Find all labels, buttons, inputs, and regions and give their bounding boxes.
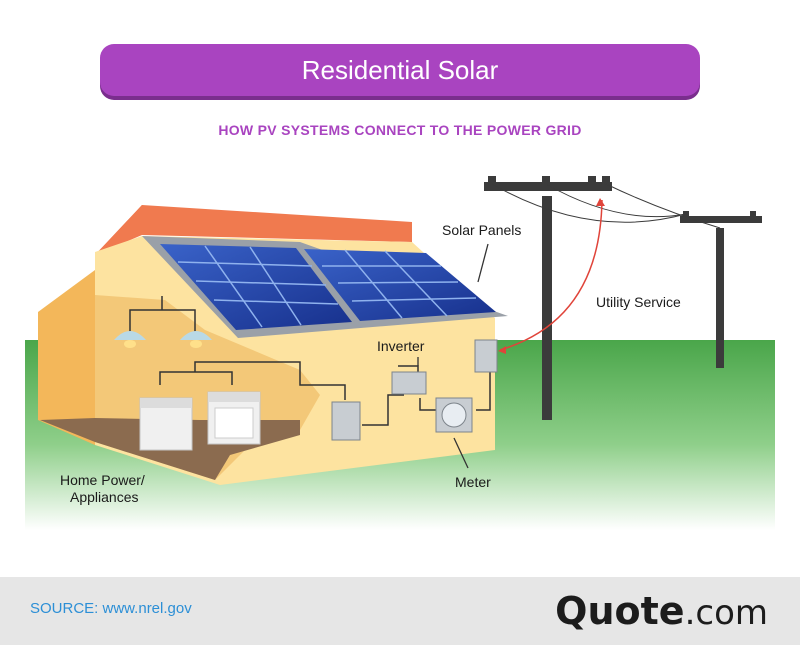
callout-lines [417, 243, 489, 469]
label-meter: Meter [455, 474, 491, 490]
arrow-head-bottom [498, 346, 506, 354]
utility-service-arrow [499, 199, 603, 351]
ceiling-lamps [114, 331, 212, 348]
appliances [139, 391, 261, 451]
page-title: Residential Solar [301, 54, 499, 85]
utility-poles [484, 176, 762, 420]
panel-grid [177, 245, 477, 328]
brand-logo: Quote.com [555, 589, 768, 633]
brand-name: Quote [555, 589, 685, 633]
label-home-power: Home Power/ Appliances [60, 472, 145, 506]
roof [95, 205, 412, 255]
label-solar-panels: Solar Panels [442, 222, 522, 238]
electrical-boxes [331, 339, 498, 441]
label-home-power-line1: Home Power/ [60, 472, 145, 488]
label-home-power-line2: Appliances [70, 489, 139, 505]
footer: SOURCE: www.nrel.gov Quote.com [0, 577, 800, 645]
house-wiring [129, 296, 491, 426]
source-text: SOURCE: www.nrel.gov [30, 600, 192, 617]
label-inverter: Inverter [377, 338, 425, 354]
label-utility-service: Utility Service [596, 294, 681, 310]
solar-panel-right [304, 249, 496, 321]
power-lines [491, 183, 721, 229]
brand-domain: .com [684, 593, 768, 633]
page-subtitle: HOW PV SYSTEMS CONNECT TO THE POWER GRID [218, 122, 582, 138]
title-banner: Residential Solar [100, 44, 700, 96]
side-wall [38, 270, 95, 445]
arrow-head-top [596, 198, 605, 206]
